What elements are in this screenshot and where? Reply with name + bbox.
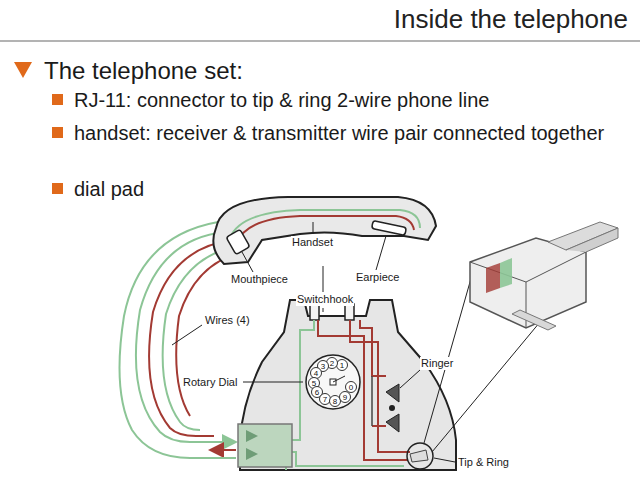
switchhook-prong xyxy=(345,304,354,320)
bullet-heading: The telephone set: xyxy=(44,57,243,86)
part-label: Wires (4) xyxy=(204,314,251,327)
part-label: Mouthpiece xyxy=(230,273,289,286)
ringer-bracket xyxy=(371,376,373,426)
jack xyxy=(410,450,428,462)
earpiece xyxy=(372,221,407,236)
ringer-clapper xyxy=(389,405,395,411)
handset xyxy=(213,197,436,264)
bullet-text: dial pad xyxy=(74,177,144,201)
dial-digit-hole: 0 xyxy=(345,381,357,393)
part-label: Tip & Ring xyxy=(457,456,510,469)
ringer-bell xyxy=(386,384,399,402)
switchhook-prong xyxy=(310,304,319,320)
junction-terminal xyxy=(246,448,258,460)
rotary-dial xyxy=(306,355,360,409)
bullet-square xyxy=(52,94,63,105)
dial-digit: 1 xyxy=(340,361,344,370)
dial-digit: 7 xyxy=(323,395,327,404)
part-label: Earpiece xyxy=(355,271,400,284)
junction-box xyxy=(238,424,292,467)
bullet-text: RJ-11: connector to tip & ring 2-wire ph… xyxy=(74,88,634,112)
dial-stop xyxy=(333,376,345,382)
jack-callout-circle xyxy=(407,443,433,469)
internal-wires xyxy=(286,320,410,470)
rj11-connector xyxy=(470,222,618,330)
title-rule xyxy=(0,40,640,42)
part-label: Handset xyxy=(291,236,334,249)
dial-digit: 3 xyxy=(321,362,325,371)
mouthpiece xyxy=(226,229,250,254)
leader-lines xyxy=(172,222,455,462)
dial-digit: 6 xyxy=(315,388,319,397)
part-label: Ringer xyxy=(420,357,454,370)
magnify-line xyxy=(424,268,474,443)
bullet-triangle xyxy=(14,62,32,78)
dial-digit: 2 xyxy=(330,359,334,368)
magnify-line xyxy=(432,322,540,452)
bullet-square xyxy=(52,183,63,194)
ringer-bell xyxy=(386,414,399,432)
part-label: Rotary Dial xyxy=(182,376,238,389)
dial-digit: 8 xyxy=(333,397,337,406)
slide-title: Inside the telephone xyxy=(394,4,628,35)
dial-digit: 9 xyxy=(343,393,347,402)
bullet-square xyxy=(52,127,63,138)
dial-digit: 0 xyxy=(349,383,353,392)
bullet-text: handset: receiver & transmitter wire pai… xyxy=(74,121,619,145)
junction-terminal xyxy=(246,430,258,442)
part-label: Switchhook xyxy=(296,293,354,306)
